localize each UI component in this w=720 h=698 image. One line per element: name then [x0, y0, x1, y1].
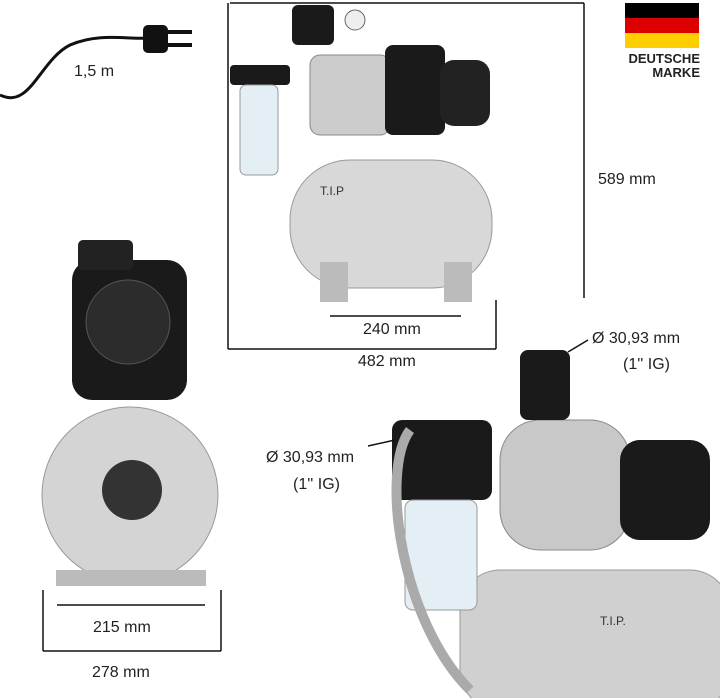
svg-text:T.I.P.: T.I.P. — [600, 614, 626, 628]
total-width-label: 482 mm — [358, 353, 416, 370]
inlet-size-label: Ø 30,93 mm — [266, 449, 355, 466]
power-cable — [0, 35, 146, 100]
outlet-thread-label: (1'' IG) — [623, 356, 670, 373]
outlet-size-label: Ø 30,93 mm — [592, 330, 681, 347]
badge-line1: DEUTSCHE — [628, 51, 700, 66]
badge-line2: MARKE — [652, 65, 700, 80]
dimension-lines — [42, 2, 589, 652]
pump-closeup-view: T.I.P. — [391, 350, 720, 698]
plug-icon — [143, 25, 192, 53]
height-dimension-label: 589 mm — [598, 171, 656, 188]
pump-side-view — [41, 240, 219, 586]
total-depth-label: 278 mm — [92, 664, 150, 681]
side-foot-width-label: 215 mm — [93, 619, 151, 636]
cable-length-label: 1,5 m — [74, 63, 115, 80]
front-foot-width-label: 240 mm — [363, 321, 421, 338]
german-flag-icon — [625, 3, 699, 48]
product-brand-label: T.I.P — [320, 184, 344, 198]
pump-front-view: T.I.P — [230, 5, 493, 302]
inlet-thread-label: (1'' IG) — [293, 476, 340, 493]
